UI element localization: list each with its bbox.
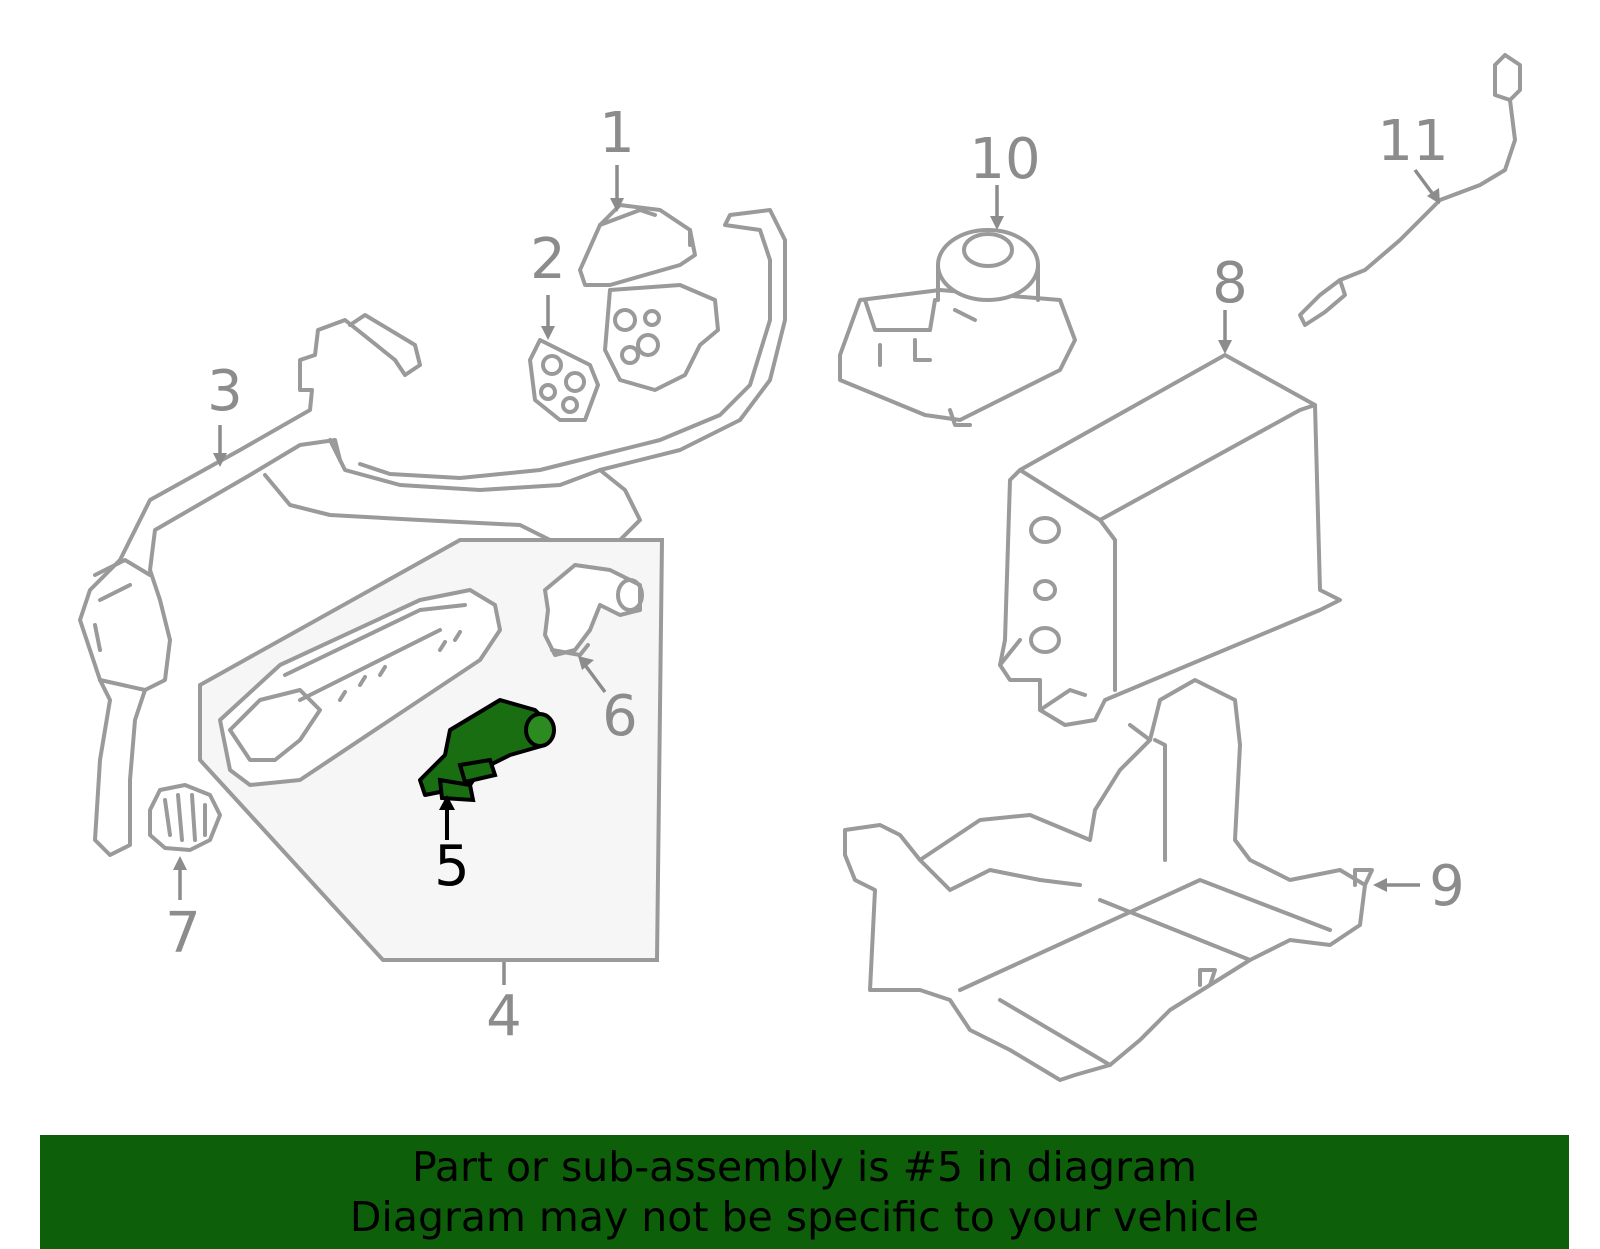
part-5-highlighted[interactable] — [418, 698, 556, 803]
callout-7: 7 — [165, 901, 201, 966]
banner-line-1: Part or sub-assembly is #5 in diagram — [412, 1143, 1197, 1191]
part-9-tray — [843, 678, 1374, 1082]
part-4-housing — [218, 588, 502, 787]
part-8-canister — [998, 353, 1342, 727]
part-5-nozzle — [437, 777, 476, 803]
info-banner: Part or sub-assembly is #5 in diagram Di… — [40, 1135, 1569, 1249]
banner-line-2: Diagram may not be specific to your vehi… — [349, 1193, 1260, 1241]
part-2-gasket — [528, 338, 600, 422]
callout-8: 8 — [1212, 251, 1248, 316]
callout-9: 9 — [1429, 854, 1465, 919]
part-5-port-large — [524, 712, 556, 748]
callout-5[interactable]: 5 — [434, 834, 470, 899]
callout-2: 2 — [530, 227, 566, 292]
part-10-pump-module — [838, 228, 1077, 427]
callout-arrows — [173, 165, 1440, 985]
part-5-port-small — [457, 757, 498, 785]
part-3-hose-assembly — [78, 208, 787, 857]
assembly-4-panel — [198, 538, 665, 962]
callout-3: 3 — [207, 359, 243, 424]
callout-4: 4 — [486, 984, 522, 1049]
callout-11: 11 — [1377, 109, 1448, 174]
part-7-fitting — [148, 783, 222, 852]
part-11-sensor — [1298, 53, 1522, 327]
callout-6: 6 — [602, 684, 638, 749]
callout-10: 10 — [969, 127, 1040, 192]
part-6-solenoid — [543, 563, 644, 657]
part-1-egr-valve — [578, 203, 720, 392]
callout-1: 1 — [599, 101, 635, 166]
